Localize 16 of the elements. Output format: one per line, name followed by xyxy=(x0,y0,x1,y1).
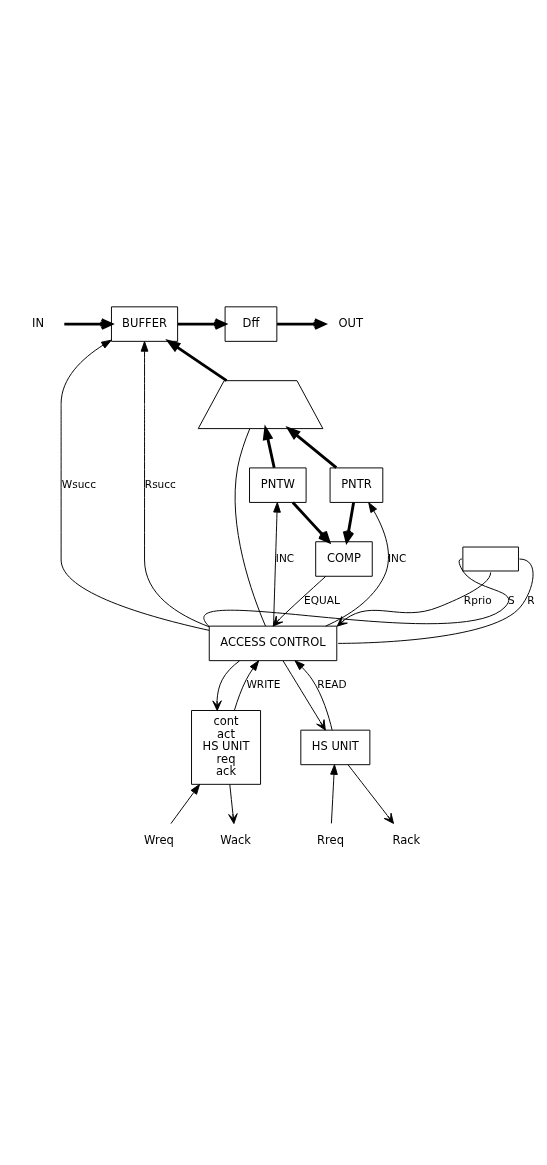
edge-label: EQUAL xyxy=(304,593,340,606)
node-text: Rack xyxy=(392,832,421,847)
edge-label: Rprio xyxy=(463,593,492,606)
edge-label: WRITE xyxy=(246,678,281,691)
node-text: OUT xyxy=(338,316,363,331)
node-text: IN xyxy=(32,316,45,331)
edge-label: INC xyxy=(275,551,295,564)
edge-label: READ xyxy=(317,678,347,691)
edge-label: R xyxy=(527,593,535,606)
edge-label: Wsucc xyxy=(61,477,96,490)
edge-label: INC xyxy=(388,551,407,564)
node-text: Wack xyxy=(220,832,251,847)
edge-label: S xyxy=(507,593,515,606)
node-text: Rreq xyxy=(317,832,344,847)
node-text: Wreq xyxy=(144,832,174,847)
edge-label: Rsucc xyxy=(144,477,176,490)
